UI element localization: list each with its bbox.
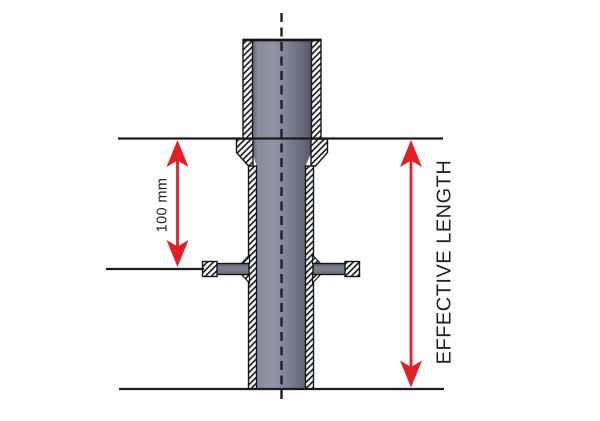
right-lug-bar [312,262,349,276]
right-lug-fillet-bottom [311,273,322,285]
left-lug-fillet-bottom [240,273,251,285]
arrowhead-up [166,140,189,167]
pipe-lugs [201,253,361,285]
label-100mm: 100 mm [154,178,170,233]
left-lug-bar [213,262,250,276]
collar-right-hatch [310,138,329,167]
right-lug-fillet-top [311,253,322,265]
dimension-arrow-effective-length [400,140,422,388]
collar-left-hatch [235,138,254,167]
left-lug-end-cap-hatch [201,260,218,278]
arrowhead-down [166,240,189,267]
upper-left-wall-hatch [242,39,254,140]
arrowhead-up [400,140,422,167]
pipe-interior [252,40,312,389]
right-lug-end-cap-hatch [344,260,361,278]
label-effective-length: EFFECTIVE LENGTH [433,160,455,365]
reference-lines [106,137,444,391]
arrowhead-down [400,360,422,388]
dimension-arrow-100mm [166,140,189,267]
left-lug-fillet-top [240,253,251,265]
upper-right-wall-hatch [310,39,322,140]
